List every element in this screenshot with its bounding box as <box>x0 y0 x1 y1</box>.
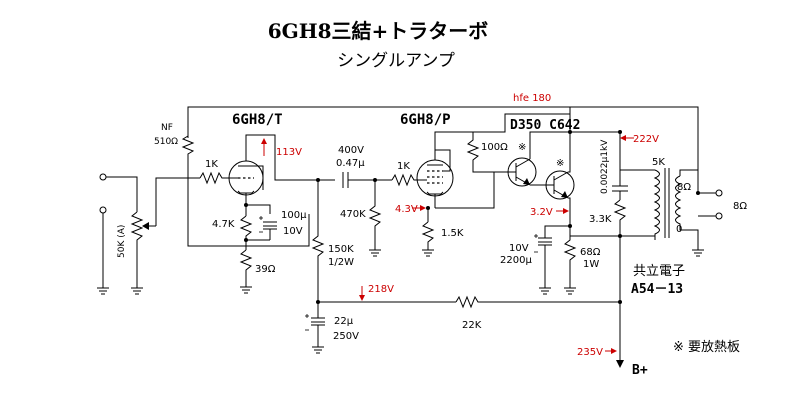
input-jack-hot <box>99 173 107 181</box>
voltage-3-2: 3.2V <box>530 207 553 218</box>
pentode-tube-label: 6GH8/P <box>400 112 451 128</box>
plate2-resistor <box>466 132 493 173</box>
transistor1 <box>493 131 570 187</box>
emitter-capacitor-voltage: 10V <box>509 243 529 254</box>
nf-feedback-line <box>187 106 699 178</box>
emitter-capacitor <box>534 234 552 288</box>
filter-capacitor-value: 22μ <box>334 316 354 327</box>
plate1-resistor-wattage: 1/2W <box>328 257 354 268</box>
transistor1-mark: ※ <box>518 142 526 153</box>
output-transformer <box>653 168 699 250</box>
cathode1-capacitor-voltage: 10V <box>283 226 303 237</box>
voltage-arrow <box>412 205 426 211</box>
coupling-capacitor <box>342 172 392 188</box>
cathode1-resistor <box>239 215 253 250</box>
plate1-resistor <box>311 180 325 302</box>
ground-symbol <box>539 287 551 295</box>
snubber-resistor <box>613 199 655 237</box>
cathode2-resistor <box>421 221 435 250</box>
ground-symbol <box>312 346 324 354</box>
grid1-resistor <box>199 171 234 185</box>
cathode1-resistor-label: 4.7K <box>212 219 235 230</box>
input-jack-gnd <box>99 206 107 214</box>
emitter-capacitor-value: 2200μ <box>500 255 532 266</box>
voltage-113: 113V <box>276 147 302 158</box>
decoupling-resistor-label: 22K <box>462 320 482 331</box>
snubber-capacitor-label: 0.0022μ1kV <box>600 139 610 194</box>
hfe-label: hfe 180 <box>513 93 551 104</box>
grid2-leak-resistor <box>368 180 382 250</box>
nf-resistor <box>181 135 310 247</box>
grid2-resistor <box>391 173 421 187</box>
output-label: 8Ω <box>733 201 747 212</box>
transistor2-mark: ※ <box>556 158 564 169</box>
cathode2-resistor-label: 1.5K <box>441 228 464 239</box>
voltage-4-3: 4.3V <box>395 204 418 215</box>
ground-symbol <box>564 287 576 295</box>
transistor-label: D350 C642 <box>510 118 580 133</box>
nf-resistor-value: 510Ω <box>154 137 178 147</box>
transformer-maker: 共立電子 <box>633 264 685 279</box>
plate1-resistor-label: 150K <box>328 244 354 255</box>
voltage-arrow <box>620 135 634 141</box>
transformer-primary-label: 5K <box>652 157 665 168</box>
cathode1-resistor2 <box>239 249 253 287</box>
triode-tube <box>228 139 264 205</box>
coupling-capacitor-voltage: 400V <box>338 145 364 156</box>
snubber-capacitor <box>612 170 628 200</box>
voltage-235: 235V <box>577 347 603 358</box>
voltage-222: 222V <box>633 134 659 145</box>
cathode1-capacitor <box>246 216 277 241</box>
emitter-resistor <box>563 226 577 288</box>
voltage-arrow <box>605 348 617 354</box>
ground-symbol <box>422 249 434 257</box>
grid2-leak-label: 470K <box>340 209 366 220</box>
transformer-secondary-label: 8Ω <box>677 182 691 193</box>
b-plus-label: B+ <box>632 363 648 378</box>
voltage-arrow <box>261 138 267 156</box>
transformer-zero-label: 0 <box>676 224 682 235</box>
b-plus-arrow <box>616 360 624 368</box>
filter-capacitor-voltage: 250V <box>333 331 359 342</box>
plate2-resistor-label: 100Ω <box>481 142 508 153</box>
ground-symbol <box>131 287 143 295</box>
filter-capacitor <box>305 302 325 347</box>
volume-label: 50K (A) <box>117 225 127 258</box>
output-jack-gnd <box>715 212 723 220</box>
coupling-capacitor-value: 0.47μ <box>336 158 365 169</box>
ground-symbol <box>240 286 252 294</box>
output-jack-hot <box>715 189 723 197</box>
ground-symbol <box>369 249 381 257</box>
grid2-resistor-label: 1K <box>397 161 410 172</box>
decoupling-resistor <box>455 295 620 309</box>
emitter-resistor-wattage: 1W <box>583 259 599 270</box>
transistor2 <box>545 114 575 236</box>
triode-tube-label: 6GH8/T <box>232 112 283 128</box>
pentode-tube <box>416 142 454 208</box>
ground-symbol <box>692 249 704 257</box>
volume-pot <box>130 177 200 288</box>
ground-symbol <box>97 287 109 295</box>
heatsink-note: ※ 要放熱板 <box>673 340 740 355</box>
cathode1-resistor2-label: 39Ω <box>255 264 276 275</box>
voltage-218: 218V <box>368 284 394 295</box>
nf-resistor-label: NF <box>161 123 173 133</box>
transformer-model: A54－13 <box>631 282 683 297</box>
schematic-subtitle: シングルアンプ <box>337 51 455 71</box>
emitter-resistor-label: 68Ω <box>580 247 601 258</box>
snubber-resistor-label: 3.3K <box>589 214 612 225</box>
cathode1-capacitor-value: 100μ <box>281 210 307 221</box>
schematic-title: 6GH8三結+トラターボ <box>268 19 489 43</box>
voltage-arrow <box>359 286 365 301</box>
voltage-arrow <box>556 208 569 214</box>
grid1-resistor-label: 1K <box>205 159 218 170</box>
